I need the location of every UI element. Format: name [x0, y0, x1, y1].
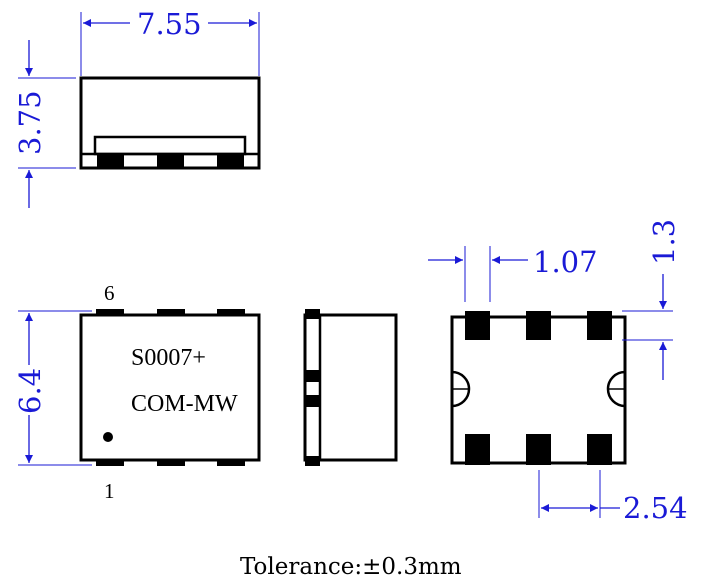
top-view-pin-4 [217, 309, 245, 317]
dimension-top-height: 3.75 [13, 40, 76, 208]
dimension-pad-length: 1.3 [622, 219, 681, 380]
dimension-top-width: 7.55 [80, 7, 260, 76]
dimension-height: 6.4 [13, 310, 92, 466]
top-view-pin-2 [157, 458, 185, 466]
dimension-pitch: 2.54 [538, 470, 688, 525]
bottom-pad-3 [587, 311, 612, 340]
side-pad-1 [97, 154, 124, 168]
end-view-body [303, 313, 398, 462]
marking-line-2: COM-MW [131, 391, 238, 417]
pin-number-1: 1 [104, 479, 115, 503]
bottom-pad-4 [465, 434, 490, 465]
dim-label-pad-length: 1.3 [647, 219, 681, 265]
dim-label-top-height: 3.75 [13, 90, 47, 155]
side-pad-2 [157, 154, 184, 168]
bottom-pad-5 [526, 434, 551, 465]
dim-label-top-width: 7.55 [137, 7, 202, 41]
top-view-pin-1 [96, 458, 124, 466]
marking-line-1: S0007+ [131, 345, 206, 371]
pin-number-6: 6 [104, 281, 115, 305]
top-view-pin-3 [217, 458, 245, 466]
end-view-lead-top [305, 309, 320, 319]
top-view-pin-5 [157, 309, 185, 317]
end-view-lead-mid-2 [305, 395, 320, 407]
end-view [303, 309, 398, 466]
side-pad-3 [217, 154, 244, 168]
bottom-pad-1 [465, 311, 490, 340]
dim-label-pad-width: 1.07 [533, 245, 598, 279]
top-view-pin-6 [96, 309, 124, 317]
dimension-pad-width: 1.07 [428, 245, 598, 302]
dim-label-pitch: 2.54 [623, 491, 688, 525]
pin1-indicator-dot [103, 432, 113, 442]
bottom-pad-6 [587, 434, 612, 465]
end-view-lead-bottom [305, 456, 320, 466]
side-view [79, 76, 261, 170]
dim-label-height: 6.4 [13, 368, 47, 414]
top-view: S0007+ COM-MW 6 1 [79, 281, 261, 503]
end-view-lead-mid-1 [305, 370, 320, 382]
bottom-view [450, 311, 627, 465]
bottom-pad-2 [526, 311, 551, 340]
tolerance-note: Tolerance:±0.3mm [240, 554, 462, 580]
